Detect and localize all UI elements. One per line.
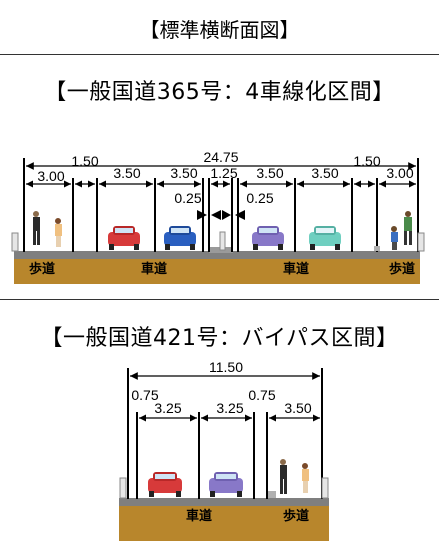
section1-ground-label: 車道 (283, 261, 309, 276)
section1-center-dim-label: 0.25 (246, 190, 273, 206)
section1-heading: 【一般国道365号：4車線化区間】 (44, 80, 395, 105)
section2-dim-label: 3.50 (284, 400, 311, 416)
section1-pedestrians-right (374, 211, 412, 251)
car-icon-purple (209, 472, 243, 497)
section1-dim-label: 3.50 (170, 165, 197, 181)
section1-pedestrians-left (33, 211, 62, 247)
page-title: 【標準横断面図】 (139, 18, 300, 42)
car-icon-purple (252, 226, 284, 250)
section2-dim-label: 3.25 (154, 400, 181, 416)
section2-dim-label: 0.75 (131, 387, 158, 403)
divider-middle (0, 299, 439, 300)
section2-guard-posts (119, 477, 329, 499)
section1-ground-label: 車道 (141, 261, 167, 276)
section2-ground (119, 505, 329, 541)
section1-center-dim-label: 0.25 (174, 190, 201, 206)
section1-dim-label: 3.50 (113, 165, 140, 181)
section2-dim-label: 0.75 (248, 387, 275, 403)
car-icon-teal (309, 226, 341, 250)
car-icon-blue (164, 226, 196, 250)
section2-dim-label: 3.25 (216, 400, 243, 416)
section2-pedestrians (268, 459, 309, 498)
car-icon-red (148, 472, 182, 497)
section1-ground-label: 歩道 (29, 261, 55, 276)
section1-ground (14, 258, 420, 284)
section1-dim-label: 1.50 (353, 153, 380, 169)
section1-dim-label: 3.50 (256, 165, 283, 181)
section1-total-width: 24.75 (203, 149, 238, 165)
car-icon-red (108, 226, 140, 250)
section1-ground-label: 歩道 (389, 261, 415, 276)
section2-ground-label: 車道 (186, 508, 212, 523)
section1-dim-label: 1.25 (210, 165, 237, 181)
section1-road-surface (14, 251, 420, 259)
section1-dim-label: 1.50 (71, 153, 98, 169)
divider-top (0, 54, 439, 55)
section2-ground-label: 歩道 (283, 508, 309, 523)
section2-heading: 【一般国道421号：バイパス区間】 (40, 326, 399, 351)
section1-dim-label: 3.00 (37, 168, 64, 184)
section2-boundary-lines (127, 368, 323, 499)
section1-cross-section: 24.75 3.00 1.50 3.50 3.50 1.25 3.50 3.50… (11, 149, 425, 284)
section1-guard-posts (11, 231, 425, 252)
section2-road-surface (119, 498, 329, 506)
section1-dim-label: 3.00 (386, 165, 413, 181)
section1-center-dim-arrows (197, 210, 245, 220)
section1-dim-label: 3.50 (311, 165, 338, 181)
section2-total-width: 11.50 (209, 359, 243, 375)
